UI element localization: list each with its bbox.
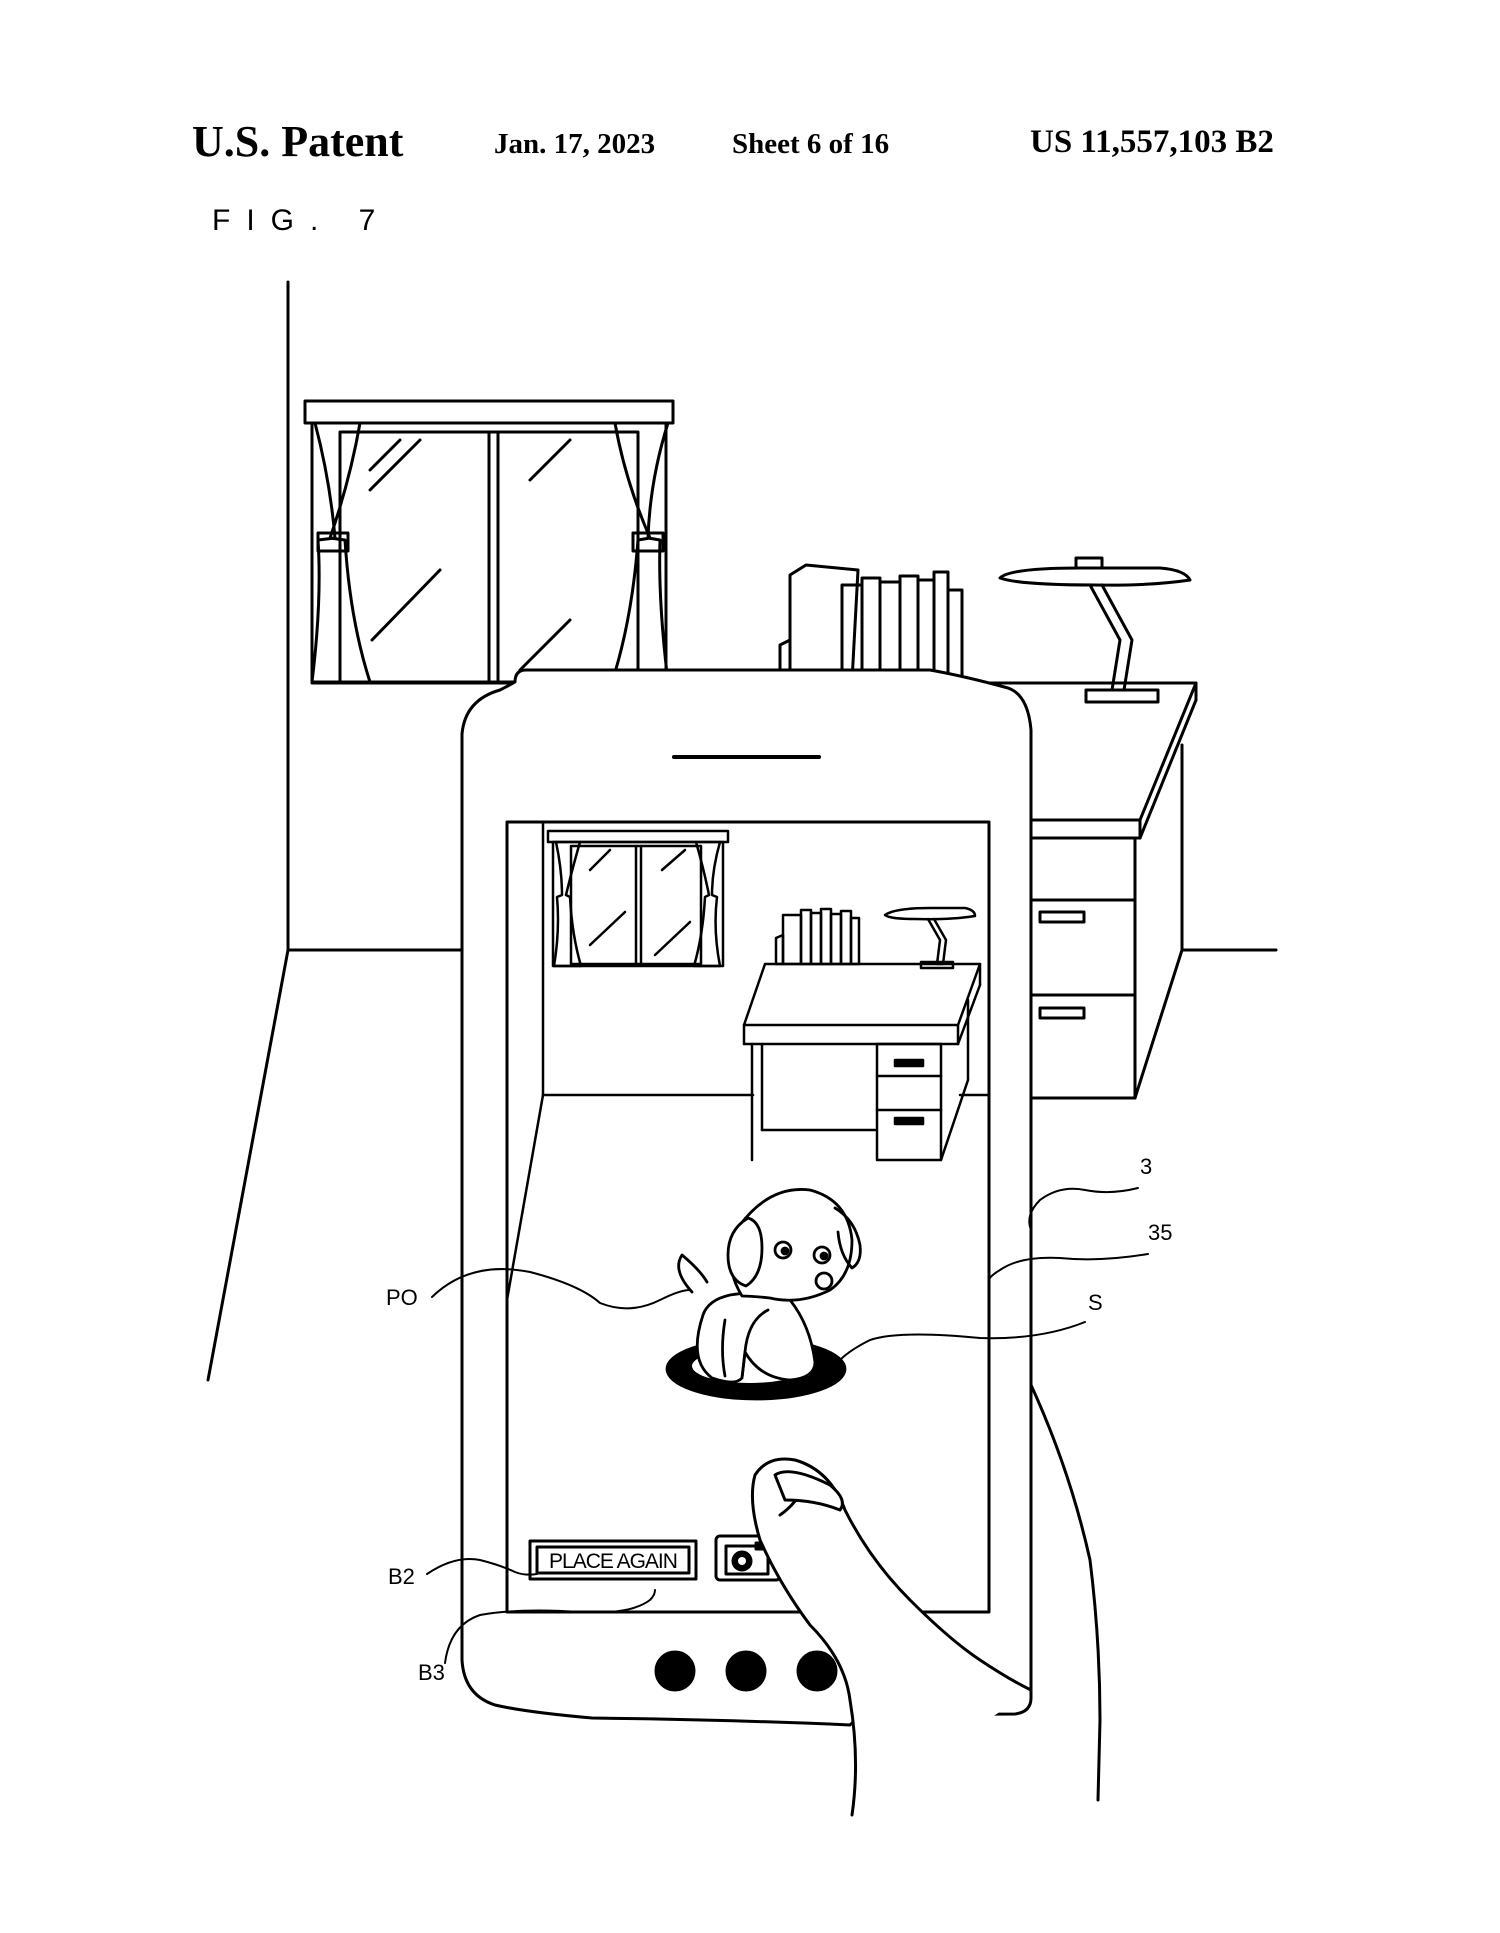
virtual-dog-object — [665, 1188, 862, 1401]
books — [778, 563, 964, 683]
camera-icon — [724, 1541, 770, 1576]
sheet-number: Sheet 6 of 16 — [732, 128, 890, 160]
ref-label-virtual-object: PO — [386, 1285, 418, 1310]
patent-date: Jan. 17, 2023 — [494, 128, 656, 160]
ref-label-capture-button: B3 — [418, 1660, 445, 1685]
patent-label: U.S. Patent — [192, 117, 404, 166]
patent-number: US 11,557,103 B2 — [1030, 124, 1274, 160]
place-again-button[interactable]: PLACE AGAIN — [528, 1539, 698, 1581]
place-again-button-label: PLACE AGAIN — [549, 1550, 677, 1573]
ref-label-device: 3 — [1140, 1154, 1152, 1179]
figure-label: FIG. 7 — [212, 204, 392, 237]
ref-label-shadow: S — [1088, 1290, 1103, 1315]
ref-label-place-again-button: B2 — [388, 1564, 415, 1589]
window — [303, 399, 675, 685]
user-hand — [750, 1383, 1102, 1817]
screen-room-image — [505, 820, 991, 1302]
desk-lamp — [998, 556, 1192, 704]
room-background — [206, 280, 1278, 1382]
ref-label-display: 35 — [1148, 1220, 1172, 1245]
reference-leader-lines — [426, 1187, 1149, 1664]
